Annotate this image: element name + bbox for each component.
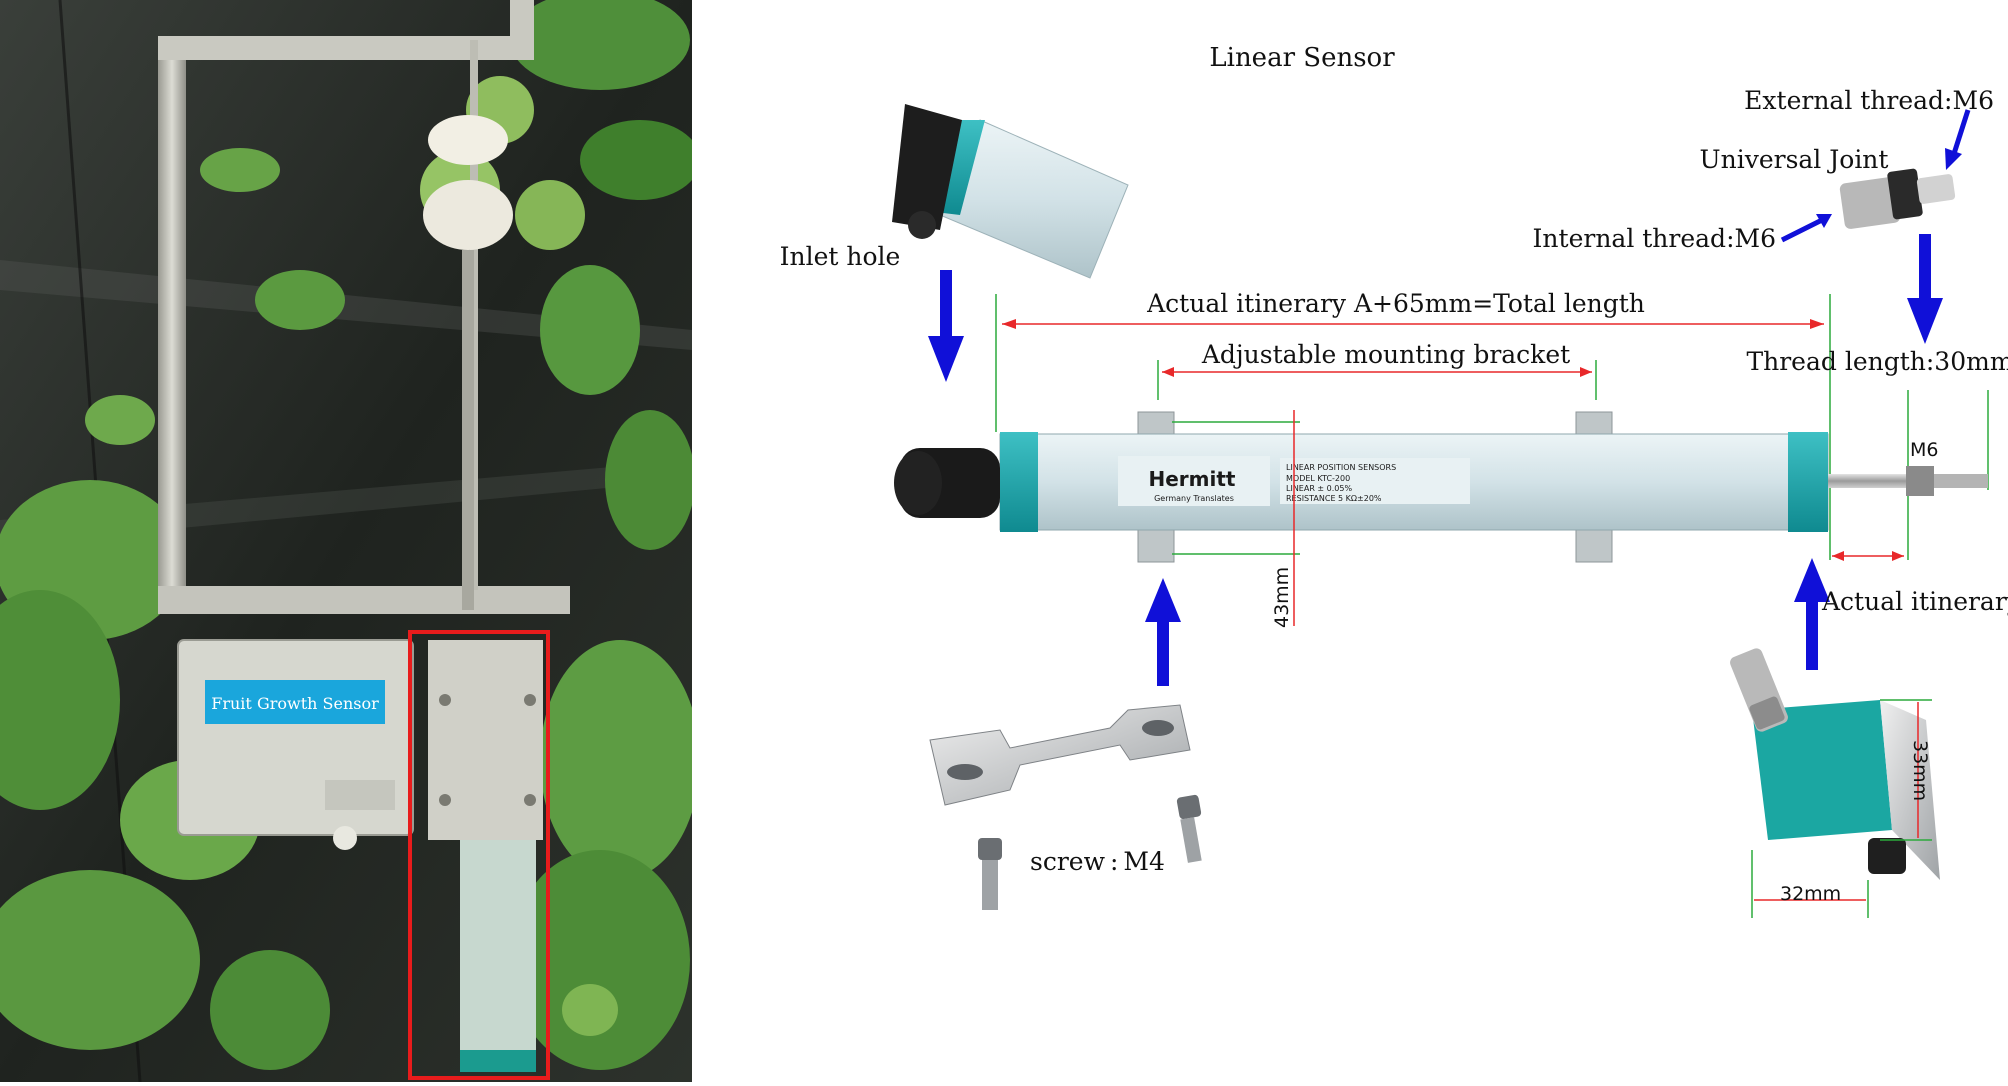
- dim-32mm-label: 32mm: [1780, 883, 1841, 905]
- universal-joint-label: Universal Joint: [1700, 145, 1889, 174]
- total-length-dimension: [995, 294, 1831, 560]
- bracket-image: [929, 704, 1191, 806]
- external-thread-label: External thread:M6: [1744, 86, 1994, 115]
- screw-right: [1176, 794, 1202, 863]
- arrow-bracket: [1145, 578, 1181, 686]
- screw-left: [978, 838, 1002, 910]
- spec-line-3: LINEAR ± 0.05%: [1286, 484, 1352, 493]
- end-view-image: [1730, 648, 1940, 880]
- probe-clip: [423, 115, 513, 610]
- connector-image: [892, 104, 1129, 279]
- inlet-hole-label: Inlet hole: [780, 242, 901, 271]
- bracket-dimension: [1157, 360, 1597, 400]
- field-photo: Fruit Growth Sensor: [0, 0, 692, 1082]
- actual-itinerary-label: Actual itinerary: [1821, 587, 2008, 616]
- arrow-actual-itinerary: [1794, 558, 1830, 670]
- actual-itinerary-dimension: [1832, 551, 1904, 561]
- rod-m6-label: M6: [1910, 439, 1938, 461]
- controller-box: Fruit Growth Sensor: [177, 639, 414, 850]
- tomato-leaves: [0, 0, 692, 1070]
- spec-line-1: LINEAR POSITION SENSORS: [1286, 463, 1396, 472]
- spec-line-2: MODEL KTC-200: [1286, 474, 1350, 483]
- highlight-frame: [408, 630, 550, 1080]
- diagram-title: Linear Sensor: [1209, 43, 1395, 73]
- thread-length-label: Thread length:30mm: [1746, 347, 2008, 376]
- height-dimension: [1172, 410, 1300, 626]
- arrow-thread-length: [1907, 234, 1943, 344]
- sensor-diagram: Linear Sensor Inlet hole External thread…: [692, 0, 2008, 1082]
- fruit-growth-sensor-label: Fruit Growth Sensor: [211, 694, 379, 713]
- internal-thread-label: Internal thread:M6: [1533, 224, 1776, 253]
- sensor-brand: Hermitt: [1149, 467, 1236, 491]
- sensor-brand-sub: Germany Translates: [1154, 494, 1234, 503]
- linear-sensor-body: Hermitt Germany Translates LIN: [894, 411, 1988, 563]
- tomatoes: [420, 76, 618, 1036]
- field-photo-illustration: Fruit Growth Sensor: [0, 0, 692, 1082]
- screw-label: screw : M4: [1030, 847, 1165, 876]
- total-length-label: Actual itinerary A+65mm=Total length: [1146, 289, 1645, 318]
- height-43mm-label: 43mm: [1271, 567, 1293, 628]
- spec-plate: LINEAR POSITION SENSORS MODEL KTC-200 LI…: [1280, 458, 1470, 504]
- fruit-growth-sensor-label-bg: [205, 680, 385, 724]
- universal-joint-image: [1839, 168, 1956, 229]
- dim-33mm-label: 33mm: [1909, 740, 1931, 801]
- arrow-inlet: [928, 270, 964, 382]
- photo-linear-sensor: [428, 640, 543, 1072]
- end-view-dimensions: [1751, 699, 1932, 918]
- spec-line-4: RESISTANCE 5 KΩ±20%: [1286, 494, 1382, 503]
- arrow-internal-thread: [1780, 217, 1824, 243]
- sensor-diagram-svg: Linear Sensor Inlet hole External thread…: [780, 43, 2008, 918]
- mounting-bracket-label: Adjustable mounting bracket: [1201, 340, 1570, 369]
